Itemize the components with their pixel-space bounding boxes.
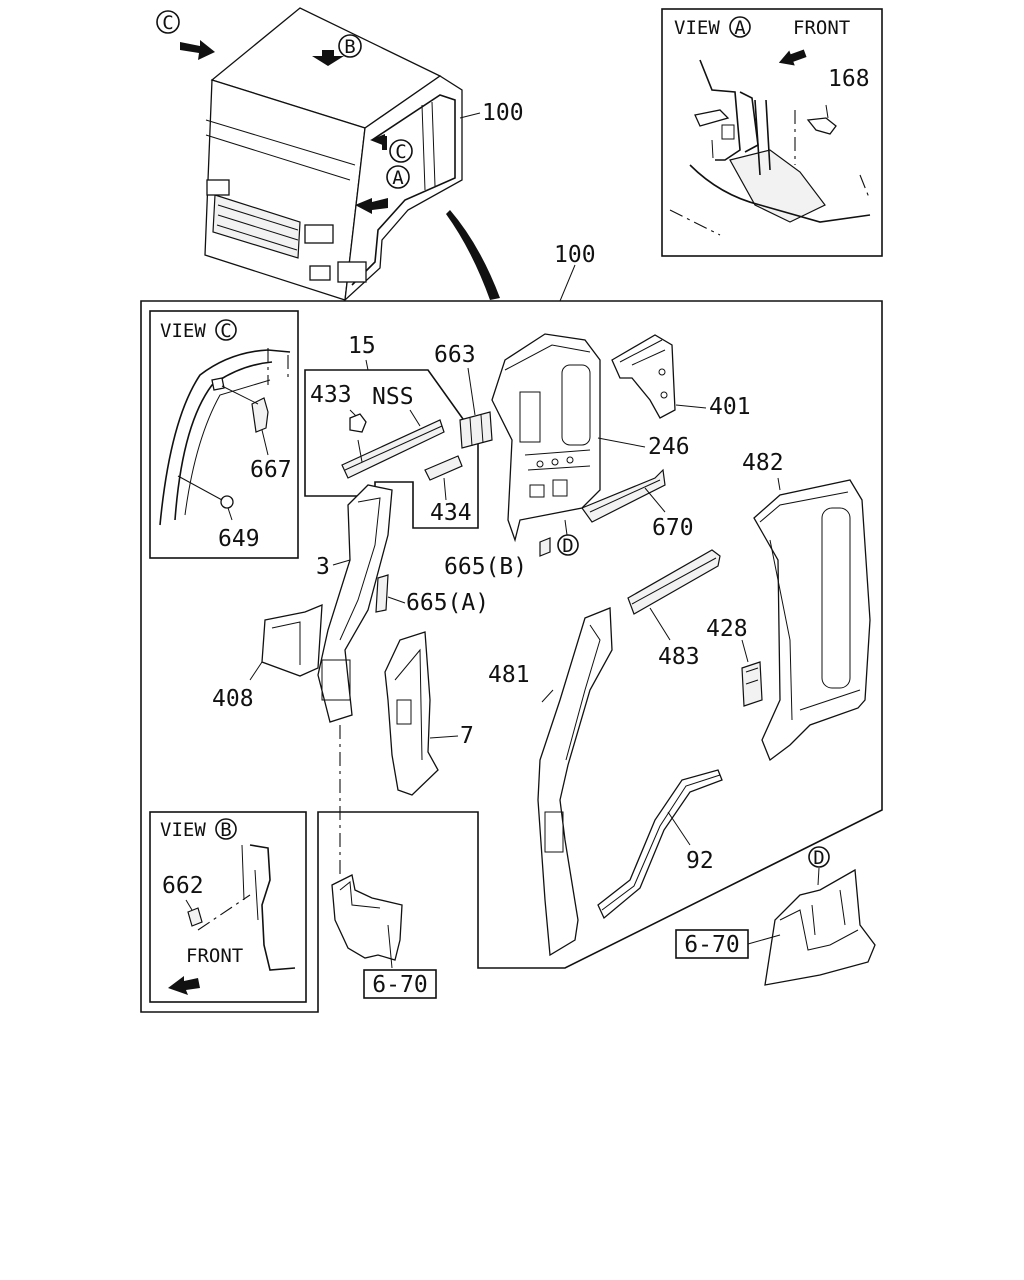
view-a-front-label: FRONT	[793, 17, 850, 39]
ref-6-70-right: 6-70	[684, 932, 739, 958]
main-box	[140, 300, 883, 1013]
part-482: 482	[742, 450, 871, 762]
callout-3: 3	[316, 554, 330, 580]
callout-434: 434	[430, 500, 472, 526]
zoom-arrow	[446, 210, 500, 300]
svg-text:A: A	[392, 167, 404, 189]
view-c-letter: C	[220, 320, 231, 342]
callout-100-box: 100	[554, 242, 596, 268]
marker-b-top: B	[338, 34, 362, 58]
view-b-inset: VIEW B 662 FRONT	[149, 811, 307, 1003]
callout-665b: 665(B)	[444, 554, 527, 580]
ref-6-70-left: 6-70	[372, 972, 427, 998]
view-a-title: VIEW	[674, 17, 720, 39]
callout-428: 428	[706, 616, 748, 642]
part-670: 670	[581, 468, 694, 541]
callout-15: 15	[348, 333, 376, 359]
part-246: 246 D	[491, 333, 690, 557]
label-nss: NSS	[372, 384, 414, 410]
callout-100-top: 100	[482, 100, 524, 126]
part-3: 3 665(A)	[316, 484, 489, 723]
view-a-letter: A	[734, 17, 746, 39]
svg-text:B: B	[344, 36, 355, 58]
part-665b: 665(B)	[444, 537, 551, 580]
callout-401: 401	[709, 394, 751, 420]
marker-c-top: C	[156, 10, 180, 34]
callout-408: 408	[212, 686, 254, 712]
view-c-inset: VIEW C 667 649	[149, 310, 299, 559]
callout-665a: 665(A)	[406, 590, 489, 616]
callout-482: 482	[742, 450, 784, 476]
svg-text:C: C	[162, 12, 173, 34]
callout-92: 92	[686, 848, 714, 874]
direction-arrow-b	[312, 50, 344, 66]
view-c-title: VIEW	[160, 320, 206, 342]
part-663: 663	[434, 342, 493, 449]
part-401: 401	[611, 334, 751, 420]
marker-d-lower: D	[813, 847, 824, 869]
callout-483: 483	[658, 644, 700, 670]
view-b-front-label: FRONT	[186, 945, 243, 967]
part-lower-left: 6-70	[331, 874, 437, 999]
direction-arrow-c-side	[370, 134, 387, 150]
view-b-title: VIEW	[160, 819, 206, 841]
callout-168: 168	[828, 66, 870, 92]
direction-arrow-c-top	[180, 40, 215, 60]
part-7: 7	[384, 631, 474, 796]
part-428: 428	[706, 616, 763, 707]
callout-649: 649	[218, 526, 260, 552]
callout-7: 7	[460, 723, 474, 749]
direction-arrow-a	[355, 198, 388, 214]
callout-670: 670	[652, 515, 694, 541]
part-15-group: 15 433 NSS 434	[304, 333, 479, 529]
marker-c-side: C	[389, 139, 413, 163]
marker-a-side: A	[386, 165, 410, 189]
front-arrow-a	[778, 49, 807, 66]
callout-662: 662	[162, 873, 204, 899]
svg-text:C: C	[395, 141, 406, 163]
callout-246: 246	[648, 434, 690, 460]
front-arrow-b	[168, 976, 200, 995]
view-a-inset: VIEW A FRONT 168	[661, 8, 883, 257]
callout-433: 433	[310, 382, 352, 408]
cab-overview	[204, 7, 463, 302]
callout-663: 663	[434, 342, 476, 368]
part-92: 92	[597, 769, 723, 920]
part-483: 483	[627, 549, 721, 670]
part-481: 481	[488, 607, 613, 957]
part-408: 408	[212, 604, 323, 712]
part-lower-right: D 6-70	[675, 846, 876, 986]
callout-667: 667	[250, 457, 292, 483]
callout-481: 481	[488, 662, 530, 688]
marker-d-panel: D	[562, 535, 573, 557]
view-b-letter: B	[220, 819, 231, 841]
